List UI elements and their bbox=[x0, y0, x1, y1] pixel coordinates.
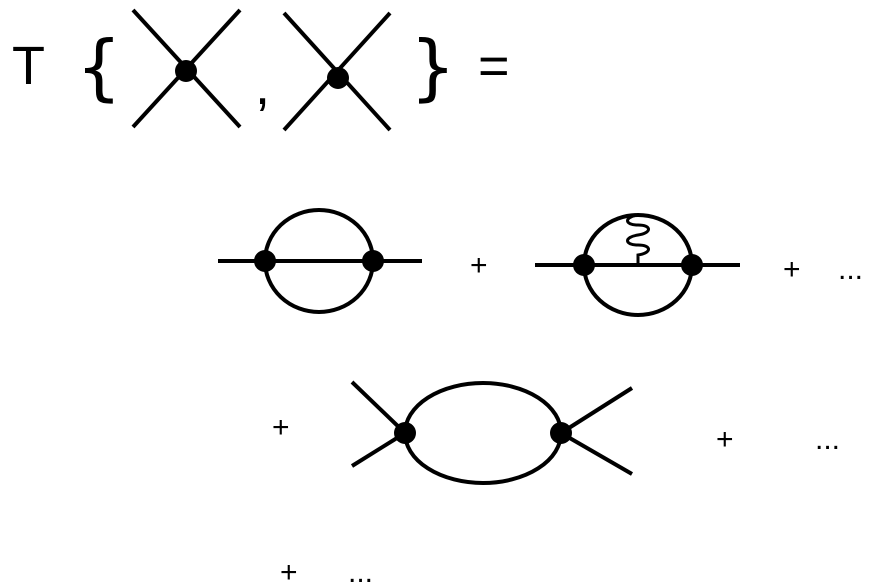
plus-sign-row1-b: + bbox=[783, 253, 801, 286]
comma: , bbox=[255, 56, 270, 116]
gluon-coil-icon bbox=[626, 213, 650, 263]
ellipsis-row2: ... bbox=[815, 423, 840, 456]
equals-sign: = bbox=[478, 36, 510, 96]
four-point-vertex-2 bbox=[282, 11, 392, 132]
close-brace: } bbox=[410, 25, 456, 109]
four-point-vertex-1 bbox=[131, 8, 242, 129]
sunset-gluon-diagram bbox=[535, 213, 740, 317]
plus-sign-row2-a: + bbox=[272, 411, 290, 444]
ellipsis-row3: ... bbox=[348, 556, 373, 586]
ellipsis-row1: ... bbox=[838, 253, 863, 286]
plus-sign-row1-a: + bbox=[470, 249, 488, 282]
time-ordering-symbol: T bbox=[12, 36, 45, 96]
open-brace: { bbox=[76, 25, 122, 109]
plus-sign-row2-b: + bbox=[716, 423, 734, 456]
bubble-diagram bbox=[350, 380, 634, 485]
sunset-diagram bbox=[218, 208, 422, 314]
plus-sign-row3: + bbox=[280, 556, 298, 586]
